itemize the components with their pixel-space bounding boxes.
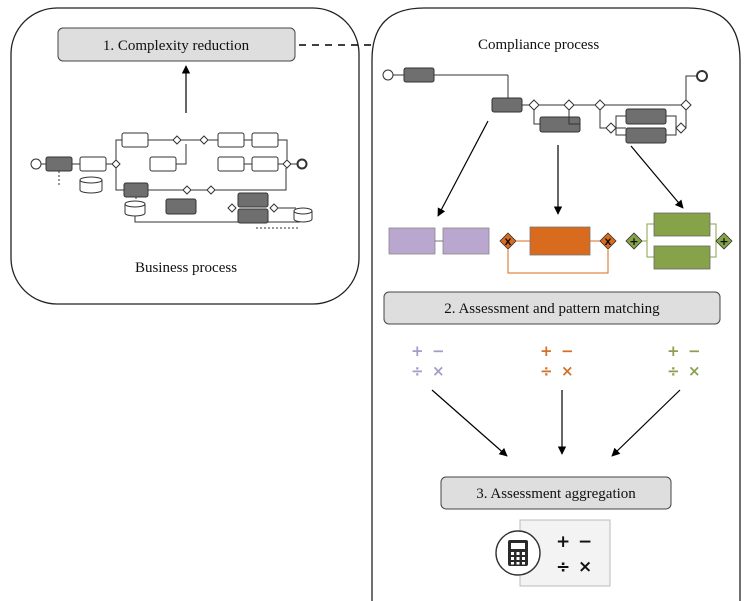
operator-set-green: + − ÷ × [667,342,701,380]
calculator-widget: + − ÷ × [495,519,611,587]
divide-icon: ÷ [411,362,424,380]
complexity-reduction-box: 1. Complexity reduction [57,27,296,62]
divide-icon: ÷ [667,362,680,380]
compliance-process-diagram [382,67,708,144]
plus-icon: + [667,342,680,360]
multiply-icon: × [578,557,592,577]
pattern-arrows [437,120,684,217]
pattern-green: + + [625,212,733,270]
multiply-icon: × [688,362,701,380]
assessment-aggregation-label: 3. Assessment aggregation [476,486,636,502]
plus-icon: + [556,532,570,552]
business-process-label: Business process [135,260,237,276]
complexity-reduction-label: 1. Complexity reduction [103,38,250,54]
divide-icon: ÷ [540,362,553,380]
compliance-process-label: Compliance process [478,37,599,53]
business-process-diagram [30,132,313,229]
pattern-orange: X X [499,226,617,274]
minus-icon: − [578,532,592,552]
and-gateway-icon: + [629,235,638,248]
aggregation-arrows [431,389,681,457]
plus-icon: + [411,342,424,360]
pattern-purple [388,227,490,255]
minus-icon: − [688,342,701,360]
plus-icon: + [540,342,553,360]
divide-icon: ÷ [556,557,570,577]
assessment-aggregation-box: 3. Assessment aggregation [440,476,672,510]
xor-gateway-icon: X [605,238,612,248]
xor-gateway-icon: X [505,238,512,248]
operator-set-purple: + − ÷ × [411,342,445,380]
business-process-panel [10,7,360,305]
multiply-icon: × [561,362,574,380]
minus-icon: − [561,342,574,360]
multiply-icon: × [432,362,445,380]
minus-icon: − [432,342,445,360]
calculator-icon [508,540,528,566]
and-gateway-icon: + [719,235,728,248]
assessment-matching-label: 2. Assessment and pattern matching [444,301,660,317]
assessment-matching-box: 2. Assessment and pattern matching [383,291,721,325]
operator-set-orange: + − ÷ × [540,342,574,380]
